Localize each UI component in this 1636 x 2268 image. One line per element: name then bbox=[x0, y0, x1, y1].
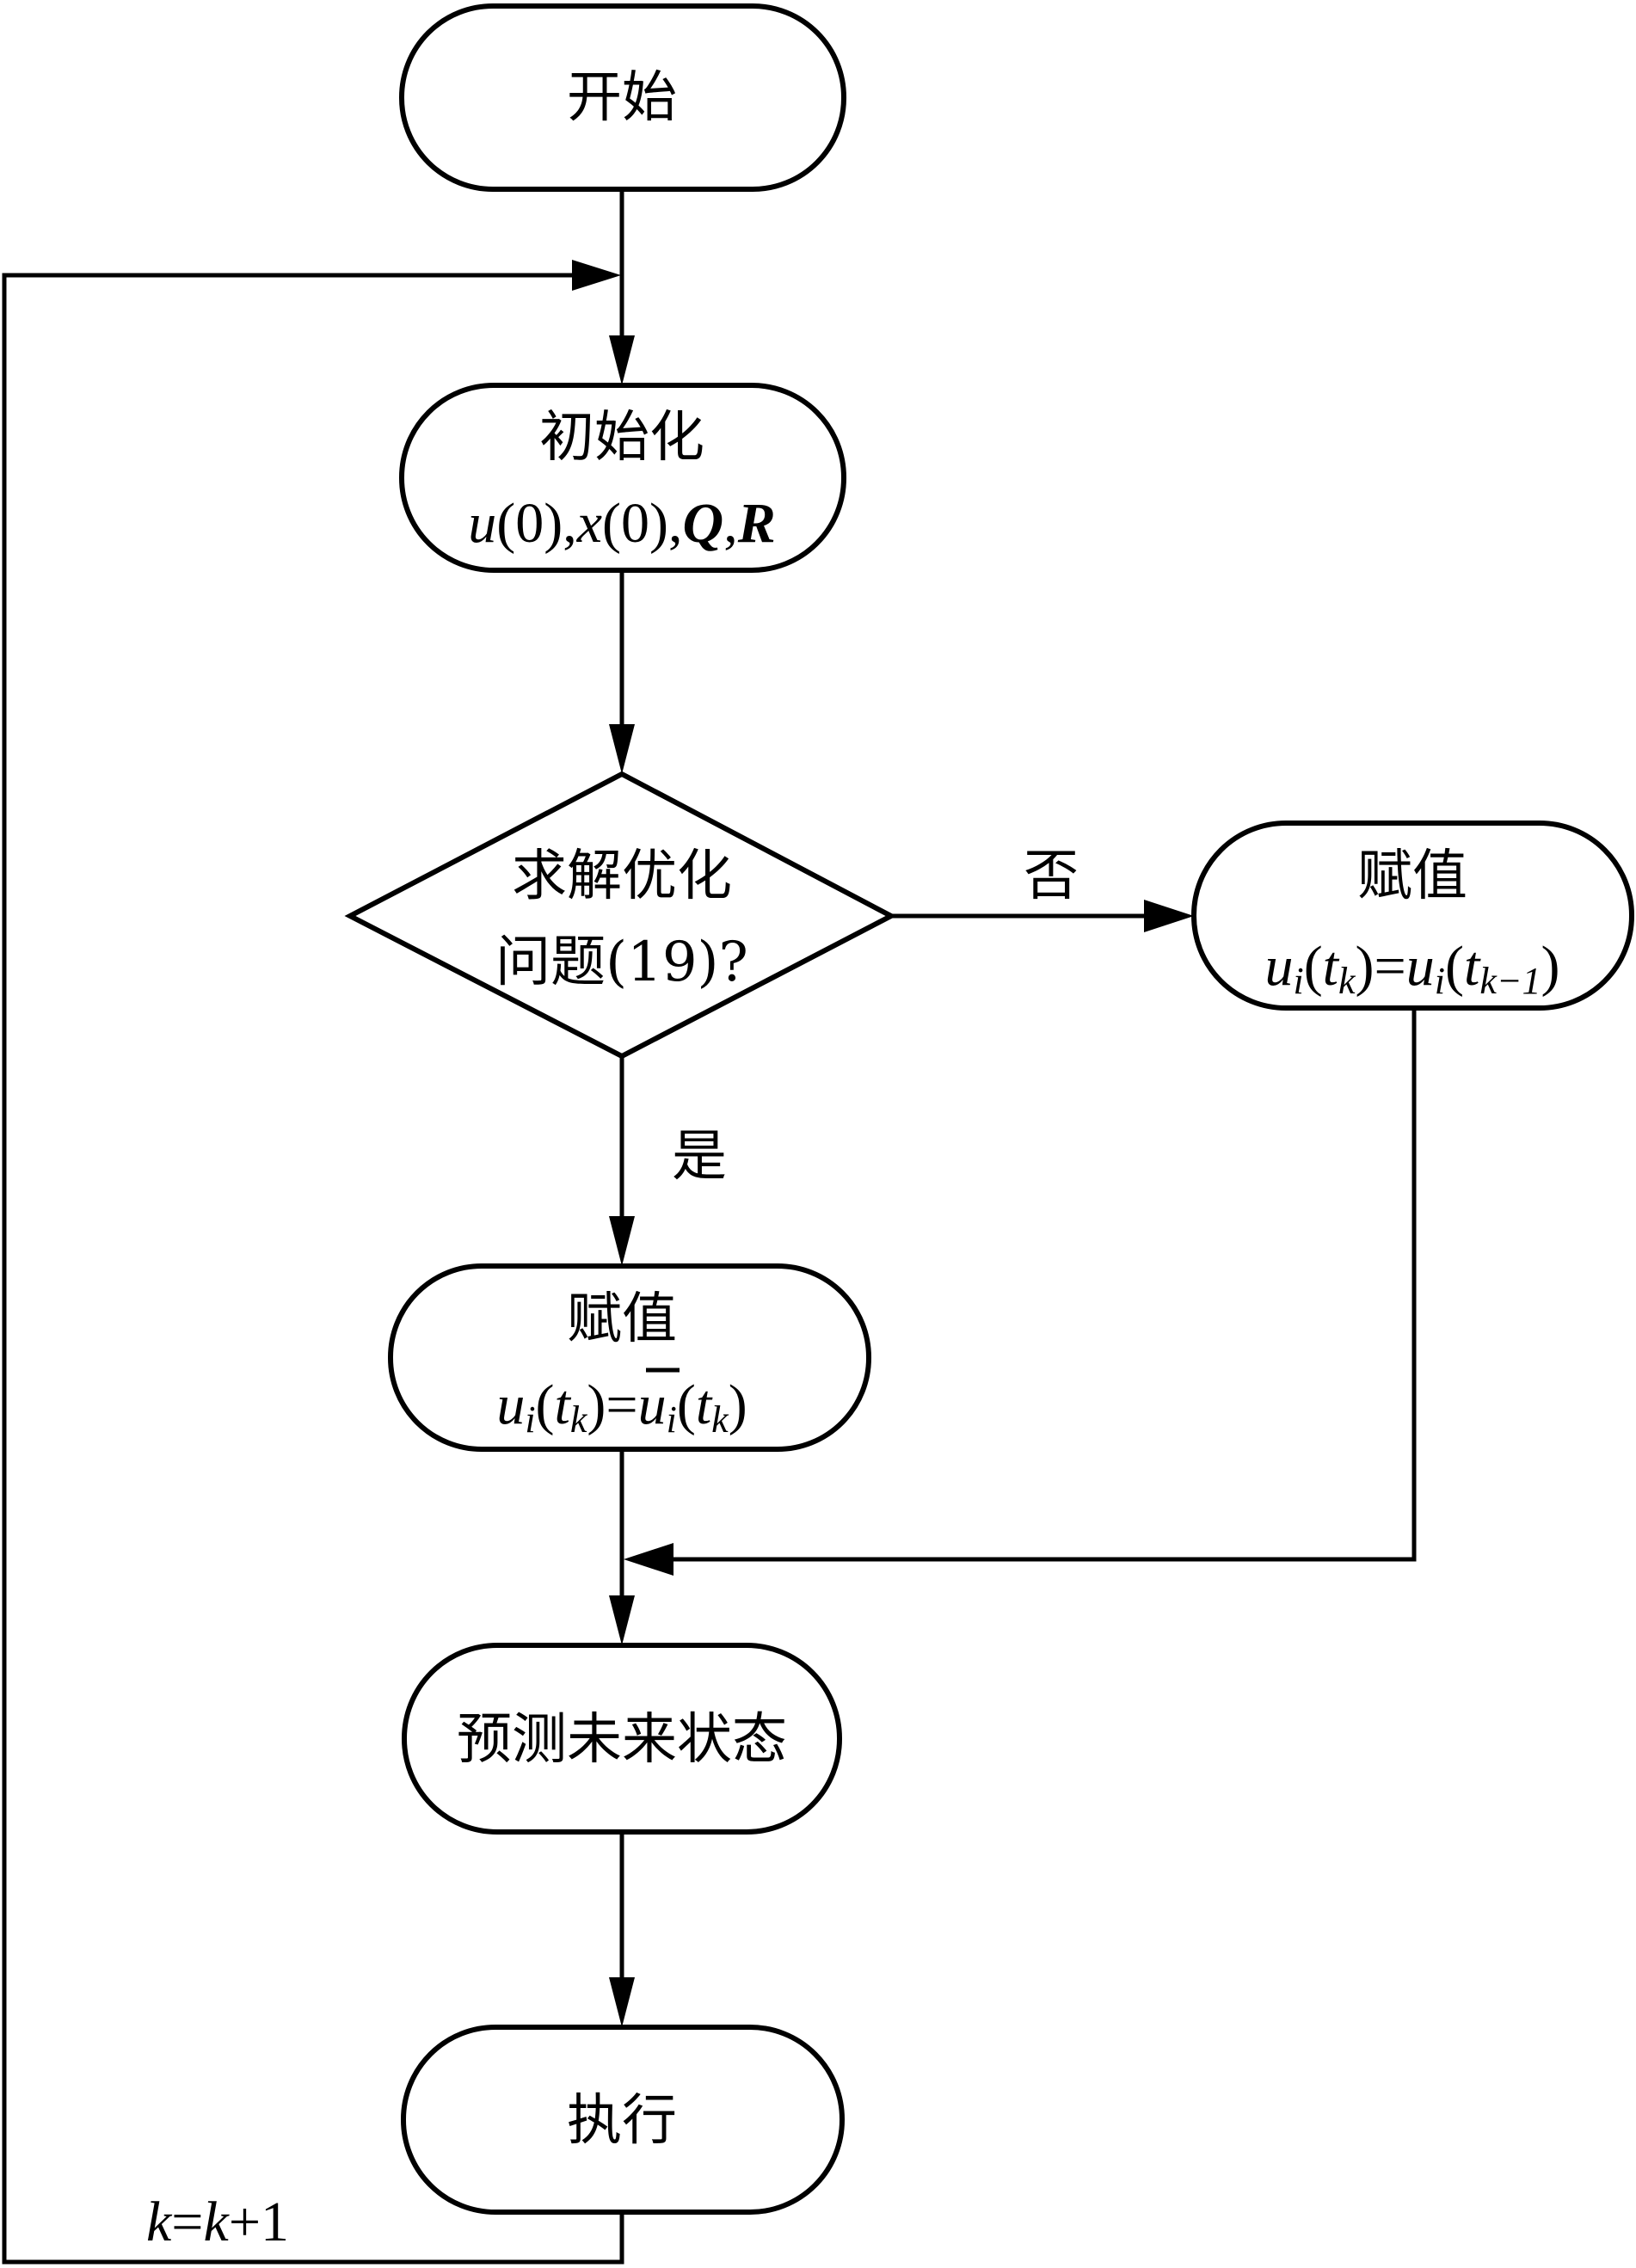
node-predict: 预测未来状态 bbox=[402, 1643, 842, 1835]
edge-label-yes: 是 bbox=[672, 1125, 727, 1189]
node-assign-yes: 赋值 ui(tk)=ui(tk) bbox=[388, 1263, 871, 1452]
assign-no-label: 赋值 bbox=[1357, 845, 1467, 908]
node-assign-no: 赋值 ui(tk)=ui(tk−1) bbox=[1191, 821, 1634, 1011]
arrowhead-merge bbox=[624, 1543, 673, 1576]
arrowhead-loop bbox=[572, 260, 621, 291]
arrowhead-init bbox=[609, 335, 635, 385]
assign-no-formula: ui(tk)=ui(tk−1) bbox=[1264, 935, 1559, 1002]
init-label: 初始化 bbox=[539, 406, 704, 470]
decision-line2: 问题(19)? bbox=[495, 931, 748, 994]
init-formula: u(0),x(0),Q,R bbox=[468, 492, 775, 555]
start-label: 开始 bbox=[567, 66, 677, 130]
node-start: 开始 bbox=[399, 3, 846, 192]
node-decision: 求解优化 问题(19)? bbox=[344, 771, 897, 1060]
edge-label-loop: k=k+1 bbox=[146, 2191, 289, 2253]
edge-loop-back bbox=[2, 273, 624, 2265]
arrowhead-predict bbox=[609, 1595, 635, 1645]
decision-line1: 求解优化 bbox=[512, 845, 732, 908]
assign-yes-label: 赋值 bbox=[567, 1288, 677, 1351]
edge-no-to-merge bbox=[671, 1008, 1417, 1562]
node-init: 初始化 u(0),x(0),Q,R bbox=[399, 383, 846, 573]
arrowhead-assign-yes bbox=[609, 1216, 635, 1266]
arrowhead-assign-no bbox=[1144, 900, 1194, 932]
edge-label-no: 否 bbox=[1024, 845, 1079, 908]
arrowhead-execute bbox=[609, 1977, 635, 2027]
assign-yes-formula: ui(tk)=ui(tk) bbox=[496, 1374, 747, 1441]
node-execute: 执行 bbox=[401, 2025, 845, 2215]
arrowhead-decision bbox=[609, 724, 635, 774]
predict-label: 预测未来状态 bbox=[457, 1708, 787, 1772]
connectors bbox=[2, 189, 1417, 2265]
execute-label: 执行 bbox=[567, 2089, 677, 2153]
